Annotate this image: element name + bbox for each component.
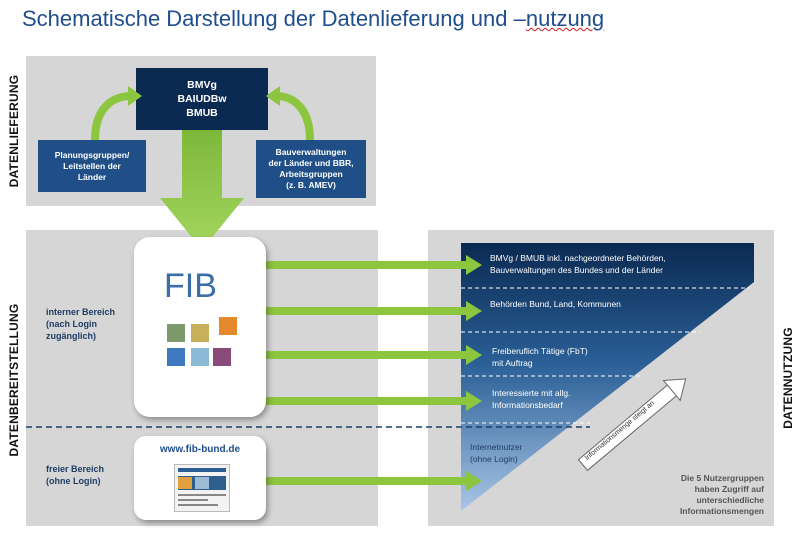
label-intern-line: (nach Login <box>46 319 97 329</box>
note-line: unterschiedliche <box>696 495 764 505</box>
note-line: Die 5 Nutzergruppen <box>680 473 764 483</box>
box-planungsgruppen: Planungsgruppen/ Leitstellen der Länder <box>38 140 146 192</box>
box-planungsgruppen-line: Leitstellen der <box>63 160 121 171</box>
logo-square <box>191 348 209 366</box>
website-box[interactable]: www.fib-bund.de <box>134 436 266 520</box>
logo-square <box>167 324 185 342</box>
user-group-4-line: Interessierte mit allg. <box>492 388 571 398</box>
logo-square <box>191 324 209 342</box>
note-line: haben Zugriff auf <box>694 484 764 494</box>
big-down-arrow <box>160 130 244 250</box>
title-underlined: nutzung <box>525 6 605 31</box>
note-line: Informationsmengen <box>679 506 764 516</box>
box-bauverwaltungen-line: der Länder und BBR, <box>268 158 354 168</box>
user-group-4: Interessierte mit allg. Informationsbeda… <box>492 387 570 411</box>
user-group-5-line: (ohne Login) <box>470 454 518 464</box>
box-ministries-line: BAIUDBw <box>177 93 227 105</box>
website-thumbnail <box>174 464 230 512</box>
label-frei-line: freier Bereich <box>46 464 105 474</box>
box-bauverwaltungen-line: Bauverwaltungen <box>275 147 347 157</box>
label-frei-area: freier Bereich (ohne Login) <box>46 463 104 487</box>
logo-square <box>219 317 237 335</box>
label-intern-area: interner Bereich (nach Login zugänglich) <box>46 306 115 342</box>
box-planungsgruppen-line: Länder <box>77 171 107 182</box>
user-group-3-line: Freiberuflich Tätige (FbT) <box>492 346 588 356</box>
info-increase-arrow <box>577 378 687 472</box>
user-groups-note: Die 5 Nutzergruppen haben Zugriff auf un… <box>640 473 764 517</box>
curved-arrow-left-head <box>128 86 142 106</box>
box-ministries: BMVg BAIUDBw BMUB <box>136 68 268 130</box>
box-ministries-line: BMUB <box>186 107 218 119</box>
logo-square <box>167 348 185 366</box>
box-ministries-line: BMVg <box>187 79 217 91</box>
user-arrows <box>252 255 482 491</box>
user-group-2: Behörden Bund, Land, Kommunen <box>490 298 621 310</box>
label-frei-line: (ohne Login) <box>46 476 101 486</box>
label-intern-line: interner Bereich <box>46 307 116 317</box>
user-group-5-line: Internetnutzer <box>470 442 523 452</box>
user-group-1: BMVg / BMUB inkl. nachgeordneter Behörde… <box>490 252 666 276</box>
box-planungsgruppen-line: Planungsgruppen/ <box>54 149 130 160</box>
logo-square <box>213 348 231 366</box>
box-bauverwaltungen: Bauverwaltungen der Länder und BBR, Arbe… <box>256 140 366 198</box>
curved-arrow-left <box>91 92 133 141</box>
user-group-2-line: Behörden Bund, Land, Kommunen <box>490 299 621 309</box>
fib-portal-box[interactable]: FIB <box>134 237 266 417</box>
user-group-3-line: mit Auftrag <box>492 358 533 368</box>
curved-arrow-right-head <box>266 86 280 106</box>
user-group-1-line: BMVg / BMUB inkl. nachgeordneter Behörde… <box>490 253 666 263</box>
user-group-5: Internetnutzer (ohne Login) <box>470 441 522 465</box>
box-bauverwaltungen-line: (z. B. AMEV) <box>286 180 336 190</box>
title-main: Schematische Darstellung der Datenliefer… <box>22 6 526 31</box>
label-intern-line: zugänglich) <box>46 331 96 341</box>
user-group-1-line: Bauverwaltungen des Bundes und der Lände… <box>490 265 663 275</box>
fib-logo-text: FIB <box>164 267 217 305</box>
box-bauverwaltungen-line: Arbeitsgruppen <box>279 169 343 179</box>
curved-arrow-right <box>275 92 314 141</box>
page-title: Schematische Darstellung der Datenliefer… <box>22 6 604 32</box>
user-groups-triangle <box>461 243 754 511</box>
user-group-3: Freiberuflich Tätige (FbT) mit Auftrag <box>492 345 588 369</box>
user-group-4-line: Informationsbedarf <box>492 400 563 410</box>
website-url[interactable]: www.fib-bund.de <box>159 444 241 455</box>
